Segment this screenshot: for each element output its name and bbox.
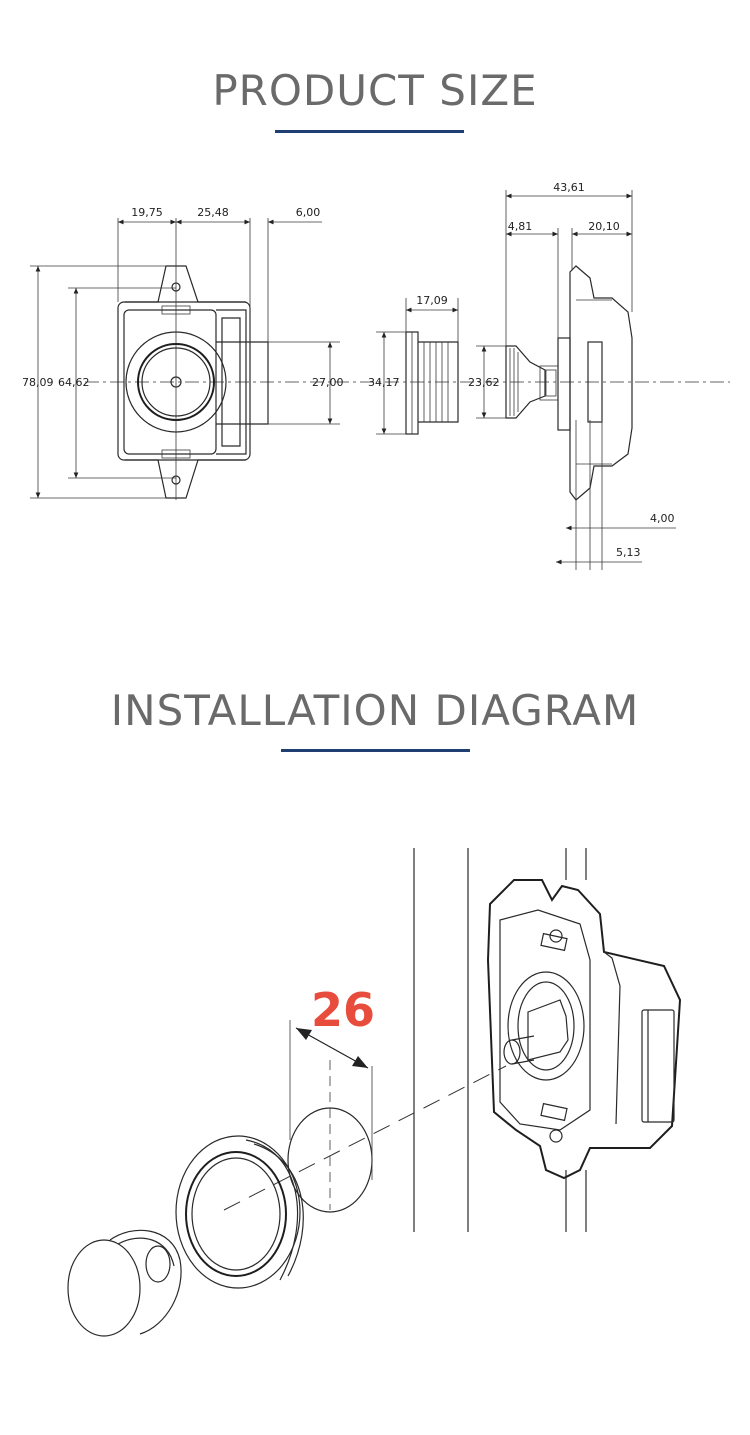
- front-view: [117, 218, 269, 500]
- push-button: [67, 1229, 182, 1337]
- dim-23-62: 23,62: [468, 376, 500, 389]
- hole-size-label: 26: [311, 983, 375, 1037]
- dim-25-48: 25,48: [197, 206, 229, 219]
- installation-drawing: 26: [67, 848, 682, 1337]
- product-size-title: PRODUCT SIZE: [212, 66, 538, 115]
- drilled-hole: [287, 1020, 373, 1213]
- dim-43-61: 43,61: [553, 181, 585, 194]
- installation-title: INSTALLATION DIAGRAM: [110, 686, 640, 735]
- dim-78-09: 78,09: [22, 376, 54, 389]
- dim-34-17: 34,17: [368, 376, 400, 389]
- install-axis: [223, 1065, 507, 1211]
- latch-side-view: [505, 265, 633, 501]
- latch-body: [486, 879, 682, 1180]
- dim-4-81: 4,81: [508, 220, 533, 233]
- technical-drawing: 19,75 25,48 6,00 78,09 64,62 27,00 17,09…: [22, 181, 730, 570]
- dim-19-75: 19,75: [131, 206, 163, 219]
- product-size-underline: [275, 130, 464, 133]
- dim-5-13: 5,13: [616, 546, 641, 559]
- dim-27-00: 27,00: [312, 376, 344, 389]
- dim-6-00: 6,00: [296, 206, 321, 219]
- installation-underline: [281, 749, 470, 752]
- sleeve-view: [405, 331, 459, 435]
- dim-17-09: 17,09: [416, 294, 448, 307]
- dim-4-00: 4,00: [650, 512, 675, 525]
- sleeve-ring: [175, 1135, 304, 1289]
- dim-64-62: 64,62: [58, 376, 90, 389]
- dim-20-10: 20,10: [588, 220, 620, 233]
